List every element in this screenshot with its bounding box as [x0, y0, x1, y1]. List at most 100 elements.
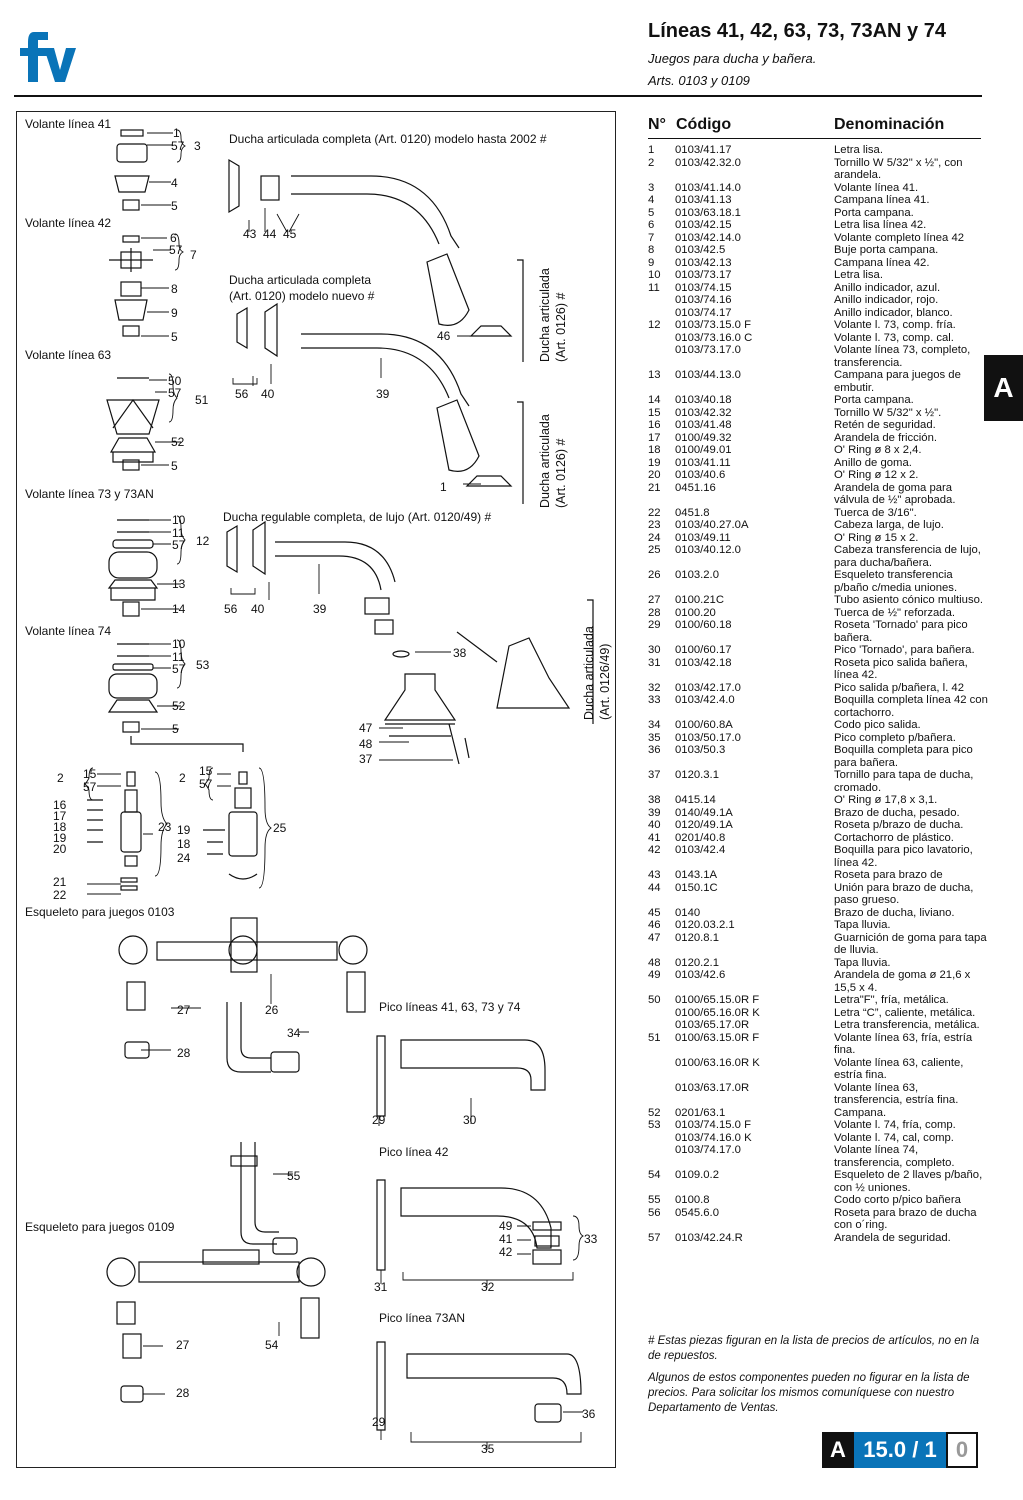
row-number: 34: [648, 719, 661, 731]
row-description: Volante línea 41.: [834, 181, 919, 194]
row-code: 0100/65.16.0R K: [675, 1006, 760, 1019]
row-code: 0103/40.27.0A: [675, 519, 749, 531]
part-num: 46: [437, 329, 451, 343]
row-number: 26: [648, 569, 661, 581]
part-num: 33: [584, 1232, 598, 1246]
row-description: Cabeza transferencia de lujo, para ducha…: [834, 544, 981, 569]
row-number: 4: [648, 194, 655, 206]
row-code: 0545.6.0: [675, 1206, 719, 1219]
row-number: 10: [648, 269, 661, 281]
row-number: 39: [648, 806, 661, 819]
row-number: 28: [648, 606, 661, 619]
row-code: 0140: [675, 906, 701, 919]
table-row: 11 0103/74.15 Anillo indicador, azul.: [648, 282, 988, 295]
part-num: 9: [171, 306, 178, 320]
row-code: 0103/74.15: [675, 281, 732, 294]
part-num: 5: [171, 330, 178, 344]
row-code: 0103/44.13.0: [675, 369, 741, 381]
part-num: 16: [53, 798, 67, 812]
part-num: 38: [453, 646, 467, 660]
part-num: 56: [224, 602, 238, 616]
row-description: Arandela de goma ø 21,6 x 15,5 x 4.: [834, 969, 971, 994]
part-num: 26: [265, 1003, 279, 1017]
row-description: Esqueleto transferencia p/baño c/media u…: [834, 569, 958, 594]
part-num: 23: [158, 820, 172, 834]
part-num: 54: [265, 1338, 279, 1352]
row-number: 40: [648, 819, 661, 831]
row-code: 0103/41.48: [675, 419, 732, 431]
row-number: 9: [648, 256, 655, 269]
row-description: Codo pico salida.: [834, 719, 921, 731]
row-description: Tubo asiento cónico multiuso.: [834, 594, 984, 606]
side-label-1b: (Art. 0126) #: [554, 292, 568, 362]
row-code: 0120.8.1: [675, 931, 719, 944]
row-number: 42: [648, 844, 661, 856]
row-code: 0100.8: [675, 1194, 710, 1206]
row-description: Anillo de goma.: [834, 456, 912, 469]
label-pico-41: Pico líneas 41, 63, 73 y 74: [379, 1000, 521, 1014]
volante-63-drawing: [106, 377, 160, 471]
row-description: Tuerca de ½" reforzada.: [834, 606, 956, 619]
row-number: 48: [648, 956, 661, 969]
row-number: 24: [648, 531, 661, 544]
row-number: 35: [648, 731, 661, 744]
page-title: Líneas 41, 42, 63, 73, 73AN y 74: [648, 20, 946, 42]
row-number: 41: [648, 831, 661, 844]
part-num: 35: [481, 1442, 495, 1456]
row-description: Volante línea 74, transferencia, complet…: [834, 1144, 955, 1169]
part-num: 50: [168, 374, 182, 388]
header-rule: [14, 95, 982, 97]
ducha-articulada-nuevo-drawing: [236, 259, 524, 504]
table-row: 28 0100.20 Tuerca de ½" reforzada.: [648, 607, 988, 620]
part-num: 15: [83, 767, 97, 781]
row-description: Boquilla completa para pico para bañera.: [834, 744, 973, 769]
row-description: Letra transferencia, metálica.: [834, 1019, 980, 1031]
row-description: Volante línea 63, transferencia, estría …: [834, 1081, 959, 1107]
part-num: 2: [57, 771, 64, 785]
col-code: Código: [676, 116, 732, 133]
pico-42-drawing: [376, 1179, 562, 1271]
part-num: 5: [172, 722, 179, 736]
row-description: Anillo indicador, azul.: [834, 281, 941, 294]
row-code: 0100/63.15.0R F: [675, 1031, 760, 1044]
part-num: 42: [499, 1245, 513, 1259]
row-description: Roseta p/brazo de ducha.: [834, 819, 964, 831]
row-number: 5: [648, 206, 655, 219]
row-code: 0100.20: [675, 606, 716, 619]
row-code: 0103/42.32.0: [675, 156, 741, 169]
row-description: Retén de seguridad.: [834, 419, 936, 431]
row-code: 0103/63.17.0R: [675, 1081, 750, 1094]
volante-41-drawing: [114, 129, 150, 211]
row-number: 11: [648, 281, 660, 294]
part-num: 49: [499, 1219, 513, 1233]
row-number: 13: [648, 369, 661, 381]
row-description: Cortachorro de plástico.: [834, 831, 954, 844]
row-number: 43: [648, 869, 661, 881]
part-num: 47: [359, 721, 373, 735]
part-num: 6: [170, 231, 177, 245]
row-description: Guarnición de goma para tapa de lluvia.: [834, 931, 987, 957]
row-number: 52: [648, 1106, 661, 1119]
part-num: 57: [172, 662, 186, 676]
part-num: 20: [53, 842, 67, 856]
row-number: 16: [648, 419, 661, 431]
row-description: Roseta para brazo de ducha con o´ring.: [834, 1206, 977, 1232]
row-description: Tapa lluvia.: [834, 919, 891, 931]
label-pico-73an: Pico línea 73AN: [379, 1311, 466, 1325]
row-number: 51: [648, 1031, 661, 1044]
